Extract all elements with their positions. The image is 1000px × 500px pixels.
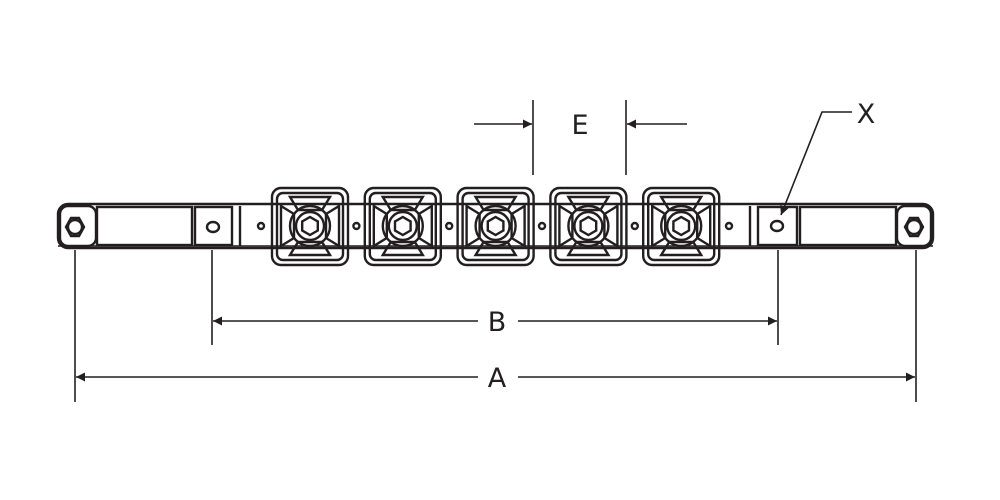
dimension-b-label: B [488,307,507,338]
cable-tie-mount [642,186,721,267]
callout-x-label: X [857,99,876,130]
left-label-area [95,205,194,247]
left-slot-block [193,205,234,247]
hex-screw-icon [486,215,505,237]
cable-tie-mount [456,186,535,267]
strip-hole [352,221,361,231]
hex-screw-icon [672,215,691,237]
left-hex-nut-icon [64,216,86,238]
strip-hole [445,221,454,231]
callout-x: X [780,99,876,216]
dimension-e: E [474,100,687,175]
cable-tie-mount [549,186,628,267]
right-end-cap [895,204,933,248]
hex-screw-icon [579,215,598,237]
cable-tie-mount [363,186,442,267]
hex-screw-icon [301,215,319,237]
hole-x [769,219,785,233]
right-slot-block [756,205,799,247]
strip-body [56,202,935,250]
right-label-area [798,205,898,247]
strip-hole [630,221,639,231]
dimension-a: A [74,250,917,402]
mount-group [270,186,721,267]
dimension-b: B [211,250,779,345]
dimension-a-label: A [488,363,507,394]
dimension-e-label: E [571,110,588,141]
hex-screw-icon [393,215,412,237]
cable-tie-mount [270,186,350,267]
right-hex-nut-icon [903,216,925,238]
strip-hole [537,221,547,231]
